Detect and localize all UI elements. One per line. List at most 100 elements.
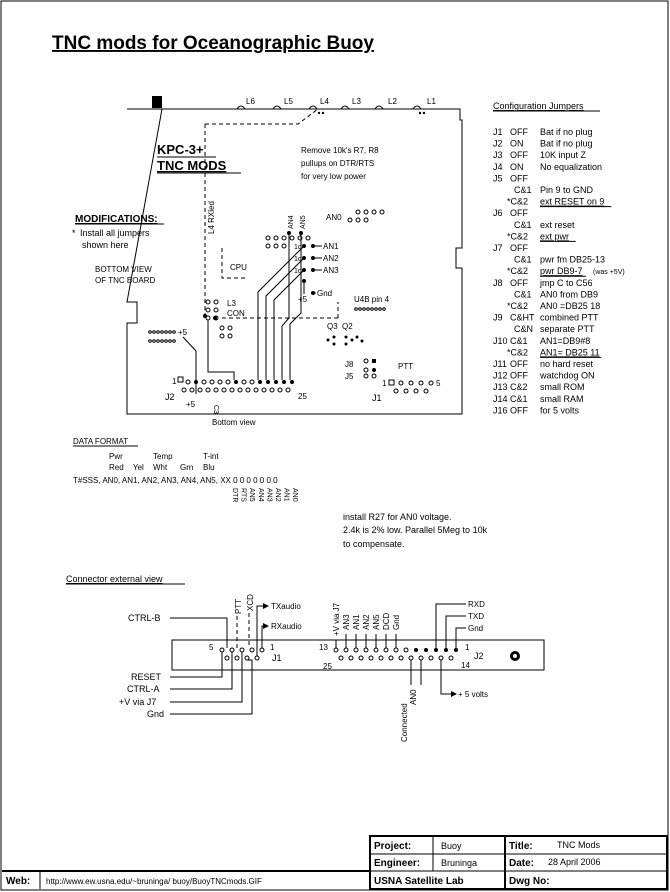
j2-pin1-label: 1 xyxy=(172,377,177,386)
jumper-desc: for 5 volts xyxy=(540,405,580,415)
jumper-setting: ON xyxy=(510,139,524,149)
j2-ext-row2 xyxy=(338,655,454,661)
rxd-label: RXD xyxy=(468,600,485,609)
j1-ext-pin1: 1 xyxy=(270,643,275,652)
db9-pins xyxy=(388,379,434,394)
plus-v-j7-label: +V via J7 xyxy=(119,697,156,707)
plus5-board-label: +5 xyxy=(298,295,308,304)
xcd-ext-label: XCD xyxy=(246,594,255,611)
ctrl-b-label: CTRL-B xyxy=(128,613,161,623)
j1-ext-label: J1 xyxy=(272,653,282,663)
jumper-setting: C&2 xyxy=(510,382,528,392)
led-l1-label: L1 xyxy=(427,97,436,106)
engineer-value: Bruninga xyxy=(441,858,477,868)
gnd-j2-wire xyxy=(455,627,466,648)
bit-label: AN3 xyxy=(265,488,272,502)
mods-line2: shown here xyxy=(82,240,129,250)
led-l3-label: L3 xyxy=(352,97,361,106)
engineer-label: Engineer: xyxy=(374,858,420,869)
plus5v-wire xyxy=(440,660,451,695)
txd-wire xyxy=(445,615,466,648)
jumper-setting: *C&2 xyxy=(507,197,528,207)
j1-pin5-label: 5 xyxy=(436,379,441,388)
color-bottom: Red xyxy=(109,463,124,472)
ptt-ext-label: PTT xyxy=(234,599,243,614)
connector-body xyxy=(171,639,545,671)
cpu-outline xyxy=(221,248,248,279)
jumper-setting: C&1 xyxy=(510,336,528,346)
an1-board-label: AN1 xyxy=(323,242,339,251)
jumpers-heading: Configuration Jumpers xyxy=(493,101,584,111)
ptt-label: PTT xyxy=(398,362,413,371)
jumper-setting: OFF xyxy=(510,173,528,183)
jumper-setting: C&HT xyxy=(510,313,535,323)
j1-ext-pin5: 5 xyxy=(209,643,214,652)
pin1-an2: 1o xyxy=(294,256,302,263)
connected-label: Connected xyxy=(400,703,409,742)
l4-rxled-label: L4 RXled xyxy=(207,201,216,234)
jumper-setting: C&1 xyxy=(514,289,532,299)
jumper-id: J1 xyxy=(493,127,503,137)
jumper-id: J14 xyxy=(493,394,508,404)
txd-label: TXD xyxy=(468,612,484,621)
jumper-id: J11 xyxy=(493,359,507,369)
jumper-id: J7 xyxy=(493,243,503,253)
jumper-setting: OFF xyxy=(510,371,528,381)
ctrl-b-wire xyxy=(170,617,228,648)
gnd-j1-wire xyxy=(170,659,253,715)
jumper-desc: 10K input Z xyxy=(540,150,587,160)
rxaudio-label: RXaudio xyxy=(271,622,302,631)
color-bottom: Blu xyxy=(203,463,215,472)
jumper-setting: OFF xyxy=(510,208,528,218)
color-top: T-int xyxy=(203,452,219,461)
rxaudio-wire xyxy=(261,625,263,648)
jumper-setting: *C&2 xyxy=(507,347,528,357)
left-pad-cluster xyxy=(148,330,176,343)
pin1-an1: 1o xyxy=(294,244,302,251)
jumper-id: J5 xyxy=(493,173,503,183)
bottom-view-note1: BOTTOM VIEW xyxy=(95,265,152,274)
j8-label: J8 xyxy=(345,360,354,369)
an3-board-label: AN3 xyxy=(323,266,339,275)
jumper-setting: C&1 xyxy=(514,185,532,195)
mods-line1: Install all jumpers xyxy=(80,228,150,238)
jumper-desc: pwr DB9-7 xyxy=(540,266,583,276)
l3-label: L3 xyxy=(227,299,236,308)
jumper-setting: OFF xyxy=(510,243,528,253)
j2-top-label: AN1 xyxy=(352,614,361,630)
jumper-id: J12 xyxy=(493,371,508,381)
jumper-desc: jmp C to C56 xyxy=(539,278,593,288)
jumper-desc: combined PTT xyxy=(540,313,599,323)
led-l2-label: L2 xyxy=(388,97,397,106)
led-row: L6 L5 L4 L3 L2 L1 xyxy=(236,97,436,115)
mods-star: * xyxy=(72,228,76,238)
jumper-setting: OFF xyxy=(510,127,528,137)
jumper-id: J10 xyxy=(493,336,508,346)
jumper-desc: AN1=DB9#8 xyxy=(540,336,590,346)
board-outline xyxy=(126,108,463,415)
an5-wire xyxy=(289,233,302,380)
plus5-left-wire xyxy=(182,336,197,380)
jumper-desc: watchdog ON xyxy=(539,371,595,381)
gnd-j2-label: Gnd xyxy=(468,624,483,633)
j2-ext-pin14: 14 xyxy=(461,661,470,670)
j2-ext-pin1: 1 xyxy=(465,643,470,652)
tnc-board: L6 L5 L4 L3 L2 L1 KPC-3+ TNC MODS Remove… xyxy=(126,96,463,427)
jumper-desc: AN0 from DB9 xyxy=(540,289,598,299)
r27-note-2: 2.4k is 2% low. Parallel 5Meg to 10k xyxy=(343,525,488,535)
j2-top-label: DCD xyxy=(382,612,391,630)
kpc-model-label: KPC-3+ xyxy=(157,142,204,157)
u4b-label: U4B pin 4 xyxy=(354,295,390,304)
jumper-setting: OFF xyxy=(510,278,528,288)
txaudio-wire xyxy=(256,605,263,656)
date-label: Date: xyxy=(509,858,534,869)
an0-pads xyxy=(347,209,385,223)
j2-top-label: AN2 xyxy=(362,614,371,630)
an3-wire xyxy=(273,269,305,380)
